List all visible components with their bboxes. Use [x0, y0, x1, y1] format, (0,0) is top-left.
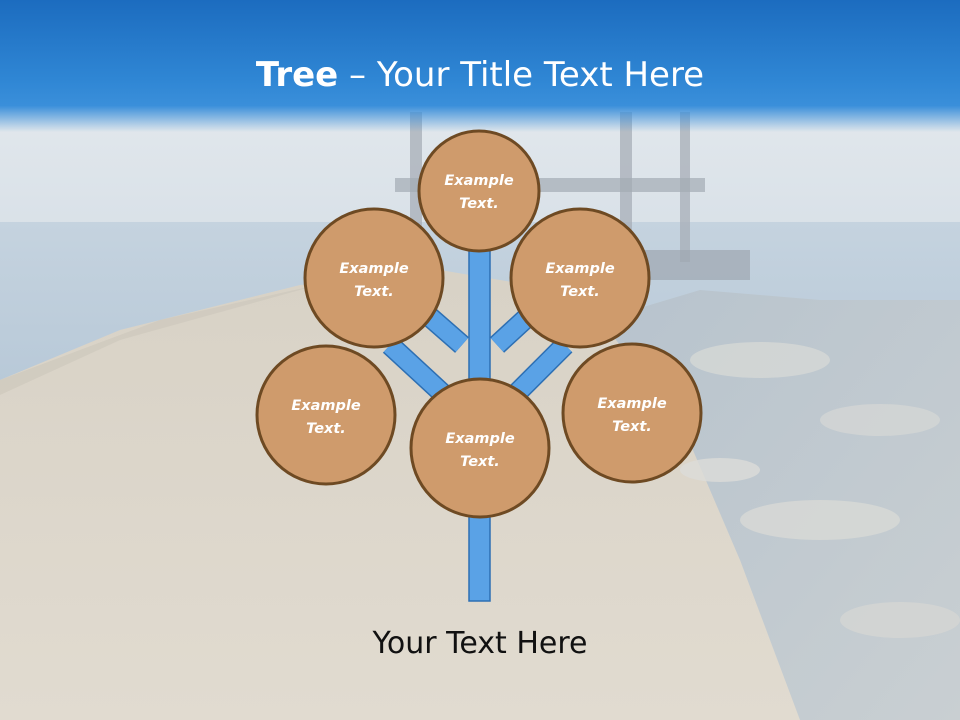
node-middle-left-label-1: Example — [291, 398, 361, 414]
node-top[interactable]: Example Text. — [417, 129, 541, 253]
node-middle-right-circle — [561, 342, 703, 484]
node-top-circle — [417, 129, 541, 253]
title-bar — [0, 0, 960, 132]
node-middle-left[interactable]: Example Text. — [255, 344, 397, 486]
node-middle-right-label-2: Text. — [612, 419, 652, 435]
node-center[interactable]: Example Text. — [409, 377, 551, 519]
node-upper-left-label-1: Example — [339, 261, 409, 277]
node-center-circle — [409, 377, 551, 519]
node-upper-left[interactable]: Example Text. — [303, 207, 445, 349]
title-rest-text: – Your Title Text Here — [338, 55, 705, 95]
node-middle-left-label-2: Text. — [306, 421, 346, 437]
node-middle-left-circle — [255, 344, 397, 486]
title-bold-text: Tree — [255, 55, 339, 95]
node-upper-right-label-1: Example — [545, 261, 615, 277]
node-middle-right-label-1: Example — [597, 396, 667, 412]
node-upper-right[interactable]: Example Text. — [509, 207, 651, 349]
node-upper-left-label-2: Text. — [354, 284, 394, 300]
node-center-label-2: Text. — [460, 454, 500, 470]
node-middle-right[interactable]: Example Text. — [561, 342, 703, 484]
slide-title: Tree – Your Title Text Here — [0, 52, 960, 98]
node-upper-right-label-2: Text. — [560, 284, 600, 300]
node-top-label-1: Example — [444, 173, 514, 189]
node-upper-right-circle — [509, 207, 651, 349]
node-top-label-2: Text. — [459, 196, 499, 212]
node-upper-left-circle — [303, 207, 445, 349]
node-center-label-1: Example — [445, 431, 515, 447]
caption-text: Your Text Here — [372, 626, 588, 661]
